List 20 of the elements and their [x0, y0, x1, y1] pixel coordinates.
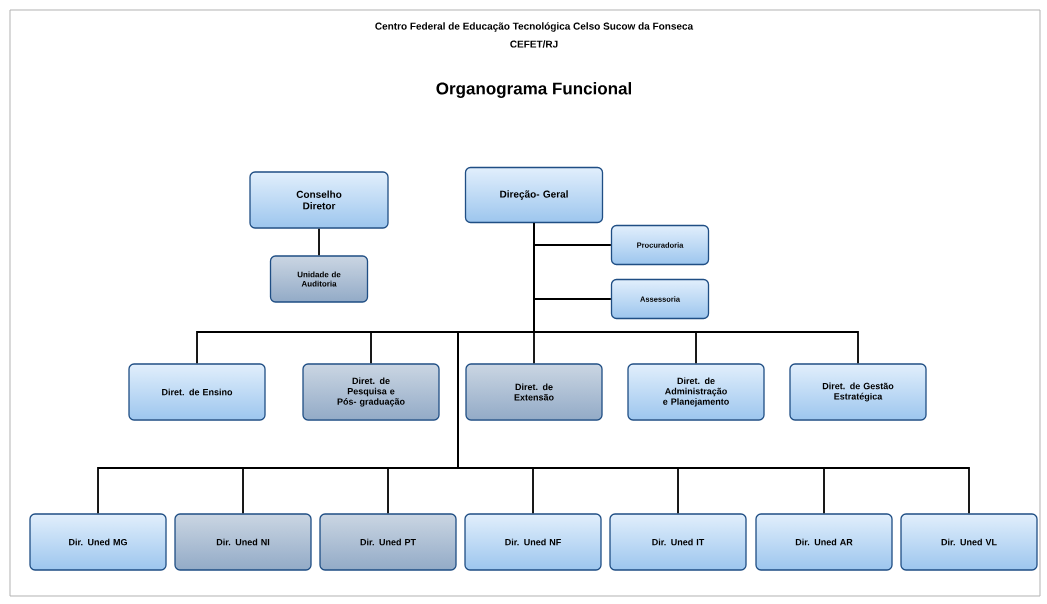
org-box: Dir. Uned VL — [900, 513, 1038, 571]
org-box: Dir. Uned NI — [174, 513, 312, 571]
org-box: Direção- Geral — [464, 166, 604, 224]
org-box: Dir. Uned MG — [29, 513, 167, 571]
title: Organograma Funcional — [436, 82, 631, 98]
header-text: Centro Federal de Educação Tecnológica Celso Sucow da Fonseca — [375, 22, 694, 32]
org-box: Diret. de Extensão — [465, 363, 603, 421]
org-box: Dir. Uned PT — [319, 513, 457, 571]
org-box: Diret. de Pesquisa e Pós- graduação — [302, 363, 440, 421]
org-box: Unidade de Auditoria — [269, 255, 369, 303]
connector-line — [318, 227, 320, 257]
header-text: CEFET/RJ — [510, 40, 558, 48]
org-box: Diret. de Administração e Planejamento — [627, 363, 765, 421]
org-box: Dir. Uned NF — [464, 513, 602, 571]
connector-line — [457, 222, 970, 515]
org-box: Conselho Diretor — [249, 171, 389, 229]
org-box: Dir. Uned IT — [609, 513, 747, 571]
org-box: Diret. de Ensino — [128, 363, 266, 421]
org-box: Dir. Uned AR — [755, 513, 893, 571]
org-box: Diret. de Gestão Estratégica — [789, 363, 927, 421]
